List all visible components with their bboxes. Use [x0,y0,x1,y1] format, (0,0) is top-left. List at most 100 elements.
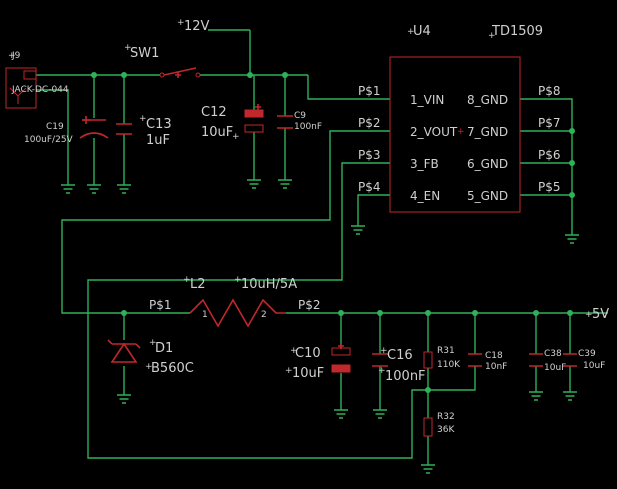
capacitor-c38[interactable] [529,353,543,367]
pin-label-3-fb: 3_FB [410,157,439,171]
c10-reference: C10 [295,346,321,361]
dc-jack-j9[interactable] [5,67,37,109]
junction-dot [282,72,288,78]
inductor-l2[interactable] [189,298,286,328]
junction-dot [425,387,431,393]
j9-reference: J9 [11,51,21,61]
pad-label-p2: P$2 [358,116,381,130]
ground-icon [117,394,131,404]
c19-reference: C19 [46,122,64,132]
pad-label-p1: P$1 [358,84,381,98]
u4-reference: U4 [413,24,431,39]
d1-reference: D1 [155,341,173,356]
capacitor-c12[interactable] [244,104,264,133]
l2-reference: L2 [190,277,206,292]
c9-reference: C9 [294,111,306,121]
r32-value: 36K [437,425,455,435]
c13-value: 1uF [146,133,170,148]
capacitor-c9[interactable] [277,115,293,129]
ic-u4[interactable] [389,56,521,213]
plus-marker: + [488,31,496,41]
plus-marker: + [290,346,298,356]
r32-reference: R32 [437,412,455,422]
junction-dot [569,128,575,134]
ground-icon [278,179,292,189]
diode-d1[interactable] [107,339,141,363]
pad-label-p4: P$4 [358,180,381,194]
pad-label-p5: P$5 [538,180,561,194]
junction-dot [121,72,127,78]
c39-reference: C39 [578,349,596,359]
c10-value: 10uF [292,366,324,381]
junction-dot [121,310,127,316]
plus-marker: + [380,346,388,356]
plus-marker: + [457,127,465,137]
l2-pad-p2: P$2 [298,298,321,312]
c19-value: 100uF/25V [24,135,74,145]
capacitor-c13[interactable] [116,123,132,135]
junction-dot [425,310,431,316]
capacitor-c18[interactable] [468,353,482,367]
pin-label-7-gnd: 7_GND [467,125,508,139]
junction-dot [247,72,253,78]
pad-label-p3: P$3 [358,148,381,162]
plus-marker: + [585,310,593,320]
ground-symbols [61,179,579,474]
capacitor-c16[interactable] [372,353,388,367]
ground-icon [565,234,579,244]
u4-value: TD1509 [491,24,543,39]
switch-sw1[interactable] [159,67,201,78]
l2-value: 10uH/5A [241,277,297,292]
plus-marker: + [407,27,415,37]
junction-dot [569,160,575,166]
sw1-reference: SW1 [130,46,159,61]
c12-value: 10uF [201,125,233,140]
ground-icon [421,464,435,474]
capacitor-c39[interactable] [563,353,577,367]
pin-label-6-gnd: 6_GND [467,157,508,171]
ground-icon [529,391,543,401]
junction-dot [567,310,573,316]
plus-marker: + [139,114,147,124]
ground-icon [117,184,131,194]
j9-value: JACK-DC-044 [11,85,69,95]
junction-dot [472,310,478,316]
c39-value: 10uF [583,361,605,371]
pad-label-p8: P$8 [538,84,561,98]
junction-dot [338,310,344,316]
resistor-r31[interactable] [423,351,433,369]
r31-value: 110K [437,360,461,370]
plus-marker: + [177,18,185,28]
c16-reference: C16 [387,348,413,363]
c16-value: 100nF [385,369,426,384]
ground-icon [87,184,101,194]
l2-pin-1: 1 [202,310,208,320]
plus-marker: + [8,51,16,61]
junction-dot [91,72,97,78]
c38-value: 10uF [544,363,566,373]
resistor-r32[interactable] [423,417,433,437]
plus-marker: + [234,275,242,285]
d1-value: B560C [151,361,194,376]
c18-reference: C18 [485,351,503,361]
ground-icon [247,179,261,189]
junction-dot [569,192,575,198]
ground-icon [334,409,348,419]
capacitor-c10[interactable] [331,343,351,373]
wires [36,29,608,465]
r31-reference: R31 [437,346,455,356]
plus-marker: + [232,132,240,142]
capacitor-c19[interactable] [79,116,109,139]
c38-reference: C38 [544,349,562,359]
plus-marker: + [124,43,132,53]
plus-marker: + [378,366,386,376]
net-label-5v: 5V [592,307,609,322]
plus-marker: + [285,366,293,376]
pad-label-p7: P$7 [538,116,561,130]
plus-marker: + [149,338,157,348]
ground-icon [351,225,365,235]
ground-icon [563,391,577,401]
ground-icon [61,184,75,194]
pin-label-1-vin: 1_VIN [410,93,444,107]
